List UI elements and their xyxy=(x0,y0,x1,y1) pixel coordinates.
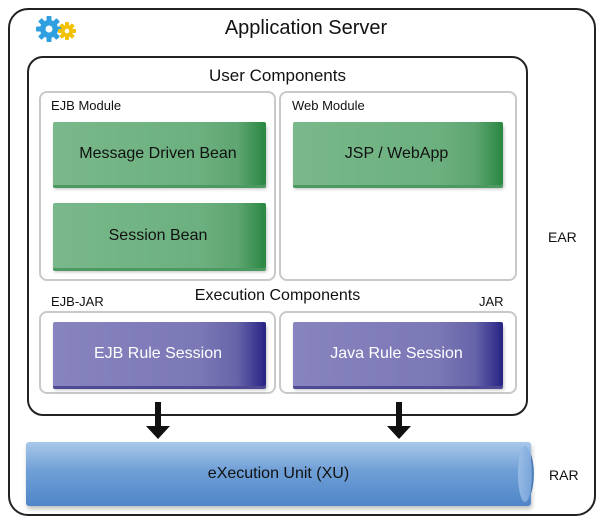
arrow-left-head xyxy=(146,426,170,439)
java-rule-session-box: Java Rule Session xyxy=(293,322,503,386)
arrow-right-shaft xyxy=(396,402,402,427)
execution-components-title: Execution Components xyxy=(194,287,361,304)
jsp-webapp-box: JSP / WebApp xyxy=(293,122,503,185)
rar-label: RAR xyxy=(549,467,579,483)
gears-icon xyxy=(36,16,76,42)
xu-cylinder-rim xyxy=(518,446,532,502)
message-driven-bean-box: Message Driven Bean xyxy=(53,122,266,185)
execution-unit-bar: eXecution Unit (XU) xyxy=(26,442,531,506)
session-bean-box: Session Bean xyxy=(53,203,266,268)
jar-label: JAR xyxy=(479,294,504,309)
ejb-jar-label: EJB-JAR xyxy=(51,294,104,309)
ejb-rule-session-box: EJB Rule Session xyxy=(53,322,266,386)
web-module-box xyxy=(279,91,517,281)
web-module-label: Web Module xyxy=(292,98,365,113)
application-server-title: Application Server xyxy=(224,17,388,39)
arrow-right-head xyxy=(387,426,411,439)
ear-label: EAR xyxy=(548,229,577,245)
user-components-title: User Components xyxy=(208,66,346,85)
arrow-left-shaft xyxy=(155,402,161,427)
ejb-module-label: EJB Module xyxy=(51,98,122,113)
